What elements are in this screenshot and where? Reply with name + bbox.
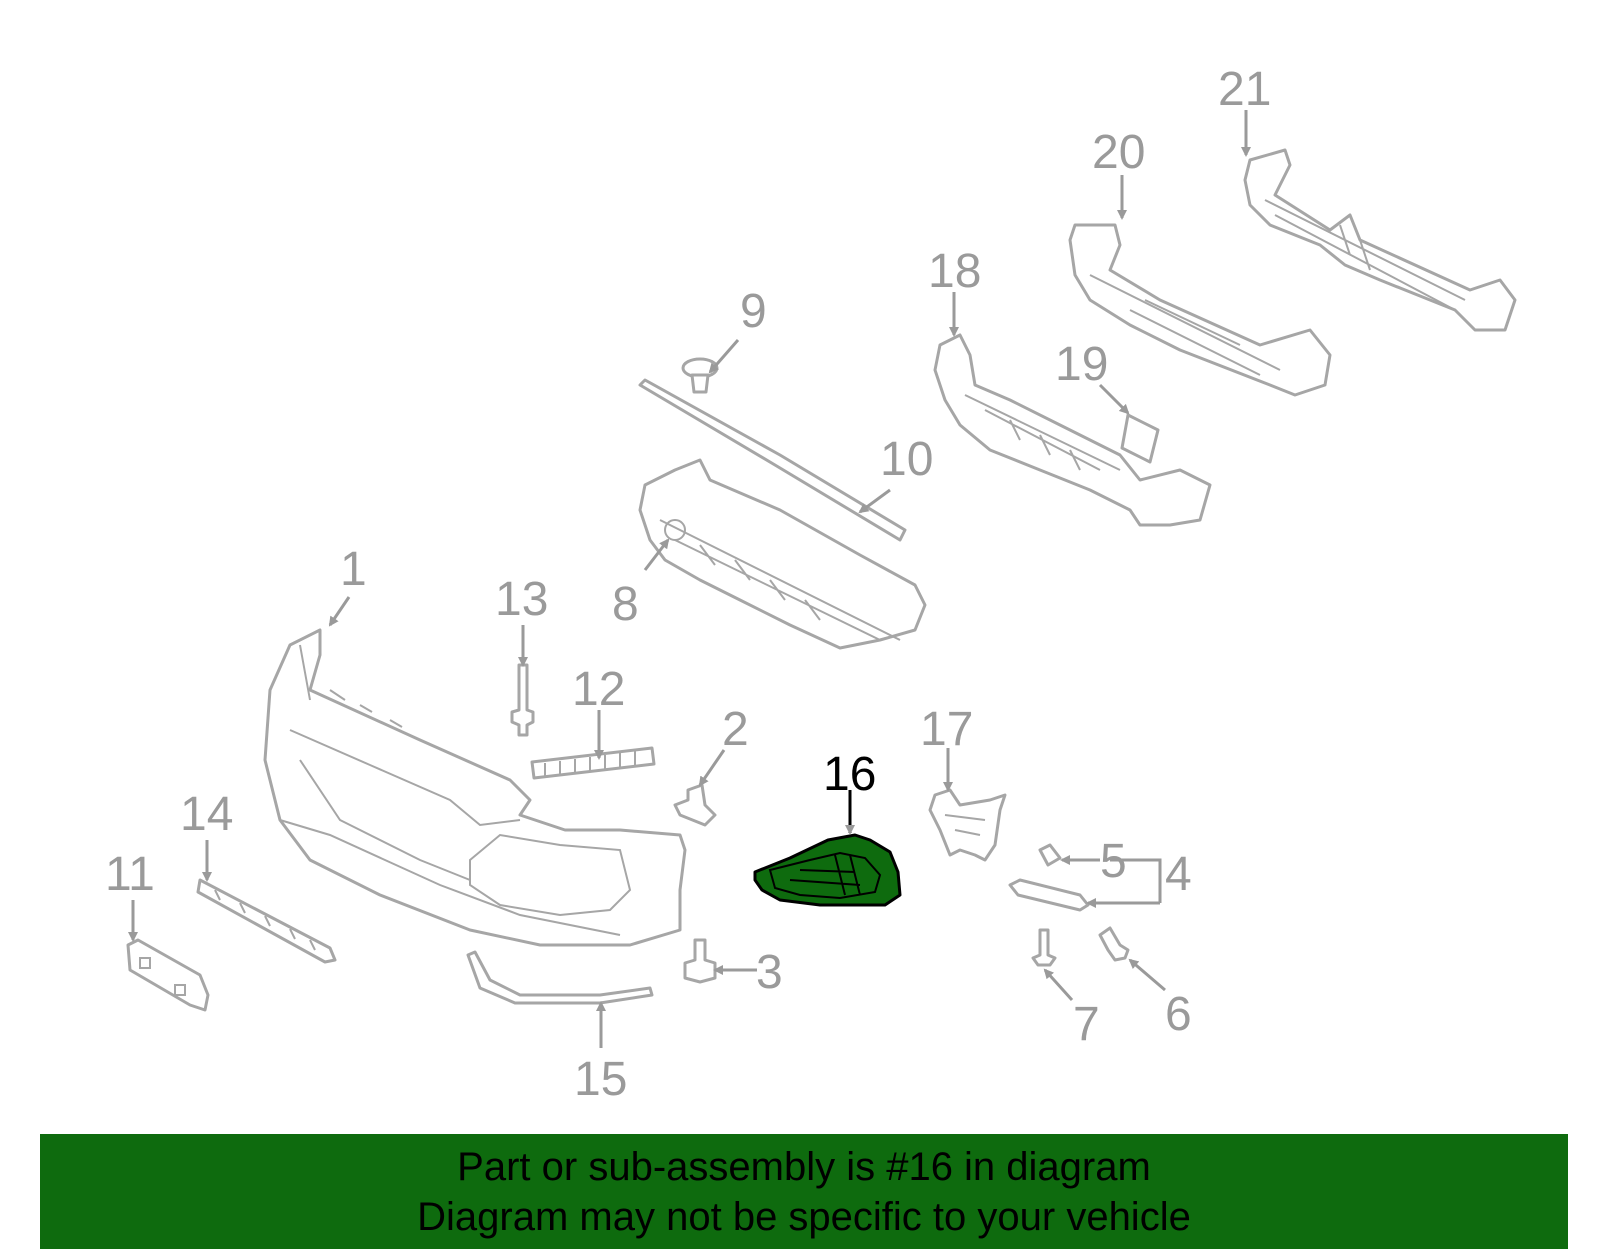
part-16-fog-lamp-bezel[interactable]	[753, 833, 902, 907]
callout-10: 10	[880, 433, 933, 486]
callout-20: 20	[1092, 126, 1145, 179]
part-12-trim-strip[interactable]	[530, 746, 656, 780]
part-14-lower-molding[interactable]	[196, 878, 337, 964]
callout-15: 15	[574, 1053, 627, 1106]
part-13-bolt[interactable]	[510, 663, 535, 737]
part-2-retainer-clip[interactable]	[673, 783, 717, 827]
callout-7: 7	[1073, 998, 1100, 1051]
callout-6: 6	[1165, 988, 1192, 1041]
callout-14: 14	[180, 788, 233, 841]
callout-2: 2	[722, 703, 749, 756]
part-11-license-bracket[interactable]	[126, 938, 210, 1012]
part-8-upper-bracket[interactable]	[638, 458, 927, 650]
callout-18: 18	[928, 245, 981, 298]
part-3-screw[interactable]	[683, 938, 717, 984]
part-5-small-clip[interactable]	[1038, 843, 1062, 867]
callout-9: 9	[740, 285, 767, 338]
callout-19: 19	[1055, 338, 1108, 391]
banner-line-1: Part or sub-assembly is #16 in diagram	[457, 1145, 1151, 1189]
part-21-reinforcement-beam[interactable]	[1243, 148, 1517, 332]
callout-12: 12	[572, 663, 625, 716]
part-7-screw[interactable]	[1031, 928, 1057, 967]
part-17-side-bracket[interactable]	[928, 788, 1007, 862]
callout-16: 16	[823, 748, 876, 801]
banner-line-2: Diagram may not be specific to your vehi…	[417, 1195, 1191, 1239]
part-15-lower-trim[interactable]	[466, 950, 654, 1005]
part-19-clip[interactable]	[1120, 413, 1160, 464]
info-banner: Part or sub-assembly is #16 in diagram D…	[40, 1134, 1568, 1249]
callout-1: 1	[340, 543, 367, 596]
part-10-upper-strip[interactable]	[638, 378, 907, 542]
part-4-side-reflector[interactable]	[1008, 878, 1090, 912]
callout-21: 21	[1218, 63, 1271, 116]
callout-11: 11	[105, 848, 155, 901]
part-20-impact-beam[interactable]	[1068, 223, 1332, 397]
part-1-bumper-cover[interactable]	[263, 628, 687, 947]
callout-5: 5	[1100, 835, 1127, 888]
callout-4: 4	[1165, 848, 1192, 901]
callout-labels: 1 2 3 4 5 6 7 8 9 10 11 12 13 14 15 16 1…	[105, 63, 1271, 1106]
callout-3: 3	[756, 946, 783, 999]
part-6-bolt[interactable]	[1098, 926, 1130, 962]
leader-lines	[128, 110, 1251, 1048]
part-18-energy-absorber[interactable]	[933, 333, 1212, 527]
callout-13: 13	[495, 573, 548, 626]
part-9-push-clip[interactable]	[681, 357, 719, 394]
callout-8: 8	[612, 578, 639, 631]
callout-17: 17	[920, 703, 973, 756]
